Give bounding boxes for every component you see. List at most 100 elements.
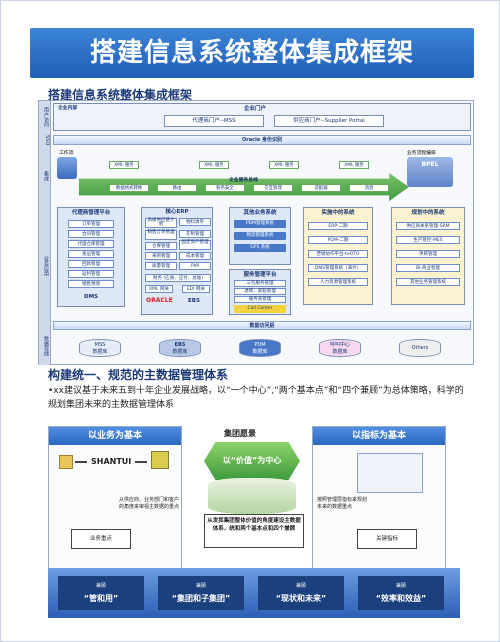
call-center: Call Center bbox=[234, 305, 286, 313]
metrics-note: 按照管理层指标来规划未来的数据重点 bbox=[317, 497, 368, 510]
side-label-integration: 集成 bbox=[39, 147, 51, 205]
report-screenshot-icon bbox=[357, 453, 423, 493]
erp-item: PIM bbox=[179, 262, 211, 270]
balance-small: 兼顾 bbox=[195, 583, 206, 589]
erp-item: 采购管理 bbox=[145, 252, 177, 260]
data-store-sub: 数据库 bbox=[172, 349, 188, 355]
other-business-systems: 其他业务系统 PDM管理系统 物流管理系统 GPS 系统 bbox=[229, 207, 291, 265]
core-erp: 核心ERP 高级供应链计划 销售订单管理 仓库管理 采购管理 质量管理 物料清单… bbox=[141, 207, 213, 315]
data-store: Others bbox=[399, 339, 441, 357]
mss-portal-box: 代理商门户--MSS bbox=[164, 115, 264, 127]
other-system-item: PDM管理系统 bbox=[234, 220, 286, 228]
dms-item: 返利管理 bbox=[68, 270, 114, 278]
section2-paragraph: •xx建议基于未来五到十年企业发展战略，以“一个中心”,“两个基本点”和“四个兼… bbox=[48, 386, 464, 410]
bpel-box: BPEL bbox=[407, 157, 453, 187]
data-store: EBS 数据库 bbox=[159, 339, 201, 357]
portal-title: 企业门户 bbox=[244, 106, 267, 112]
dms-item: 合同管理 bbox=[68, 230, 114, 238]
dms-item: 回款管理 bbox=[68, 260, 114, 268]
other-system-item: 物流管理系统 bbox=[234, 232, 286, 240]
data-store-sub: 数据库 bbox=[252, 349, 268, 355]
dms-item: 订单管理 bbox=[68, 220, 114, 228]
data-store-name: 呼叫中心 bbox=[329, 342, 350, 348]
building-icon bbox=[151, 451, 169, 469]
section1-title: 搭建信息系统整体集成框架 bbox=[48, 88, 193, 102]
supplier-portal-box: 供应商门户--Supplier Portal bbox=[274, 115, 384, 127]
data-store-name: MSS bbox=[94, 342, 106, 348]
balance-cell: 兼顾 “管和用” bbox=[58, 576, 144, 610]
data-store-sub: 数据库 bbox=[332, 349, 348, 355]
planned-item: 其他业务管理系统 bbox=[396, 278, 460, 286]
bus-service: 交互管理 bbox=[253, 184, 293, 192]
planned-item: 项目管理 bbox=[396, 250, 460, 258]
center-strategy-box: 从发挥集团整体价值的角度建设主数据体系，统和两个基本点和四个兼顾 bbox=[204, 514, 304, 548]
ebs-label: EBS bbox=[188, 298, 200, 304]
architecture-diagram: 用户访问 SSO 集成 业务应用 数据存储 企业内部 企业门户 代理商门户--M… bbox=[38, 100, 474, 365]
data-store-name: PDM bbox=[254, 342, 266, 348]
title-banner: 搭建信息系统整体集成框架 bbox=[30, 28, 474, 78]
dms-footer: DMS bbox=[84, 294, 98, 300]
cylinder-base bbox=[208, 478, 296, 514]
dms-item: 发运管理 bbox=[68, 250, 114, 258]
arrow-icon bbox=[75, 461, 87, 463]
erp-item: 固定资产管理 bbox=[179, 240, 211, 250]
implementing-item: DMS管理系统（海外） bbox=[308, 264, 368, 272]
other-system-item: GPS 系统 bbox=[234, 244, 286, 252]
service-item: 三包服务管理 bbox=[234, 280, 286, 287]
side-label-access: 用户访问 bbox=[39, 101, 51, 133]
data-store: PDM 数据库 bbox=[239, 339, 281, 357]
other-systems-title: 其他业务系统 bbox=[243, 210, 277, 216]
implementing-item: ERP-二期 bbox=[308, 222, 368, 230]
value-center-hex: 以“价值”为中心 bbox=[204, 442, 300, 480]
service-platform-title: 服务管理平台 bbox=[243, 272, 277, 278]
data-store: 呼叫中心 数据库 bbox=[319, 339, 361, 357]
balance-small: 兼顾 bbox=[95, 583, 106, 589]
xml-service-tag: XML 服务 bbox=[199, 161, 229, 169]
business-panel-title: 以业务为基本 bbox=[49, 427, 181, 445]
bus-label: 企业服务总线 bbox=[229, 178, 258, 183]
erp-item: 高级供应链计划 bbox=[145, 218, 177, 228]
erp-finance: 财务 (应收、应付、总账) bbox=[145, 274, 211, 282]
erp-item: 物料清单 bbox=[179, 218, 211, 226]
edi-gateway: EDI 网关 bbox=[182, 285, 210, 293]
erp-item: 在制管理 bbox=[179, 230, 211, 238]
erp-item: 销售订单管理 bbox=[145, 230, 177, 240]
planned-item: BI-商业智能 bbox=[396, 264, 460, 272]
balance-cell: 兼顾 “效率和效益” bbox=[358, 576, 444, 610]
xml-service-tag: XML 服务 bbox=[339, 161, 369, 169]
service-item: 退修、索赔管理 bbox=[234, 288, 286, 295]
implementing-item: PDM-二期 bbox=[308, 236, 368, 244]
balance-small: 兼顾 bbox=[395, 583, 406, 589]
box-icon bbox=[59, 455, 73, 469]
service-item: 服务商管理 bbox=[234, 296, 286, 303]
workflow-icon bbox=[57, 157, 77, 179]
xml-service-tag: XML 服务 bbox=[269, 161, 299, 169]
business-focus-box: 业务重点 bbox=[71, 529, 131, 549]
enterprise-inner-label: 企业内部 bbox=[58, 106, 78, 111]
balance-cell: 兼顾 “集团和子集团” bbox=[158, 576, 244, 610]
bus-service: 服务安全 bbox=[205, 184, 245, 192]
implementing-item: 营销协作平台-toOTO bbox=[308, 250, 368, 258]
balance-big: “效率和效益” bbox=[375, 594, 427, 603]
balance-big: “管和用” bbox=[83, 594, 119, 603]
bus-service: 路由 bbox=[157, 184, 197, 192]
metrics-panel-title: 以指标为基本 bbox=[313, 427, 445, 445]
side-label-sso: SSO bbox=[39, 133, 51, 147]
dms-item: 销售预测 bbox=[68, 280, 114, 288]
bus-service: 数据格式转换 bbox=[109, 184, 149, 192]
planned-item: 生产管控-MES bbox=[396, 236, 460, 244]
sso-bar: Oracle 身份识别 bbox=[53, 135, 471, 145]
erp-item: 成本管理 bbox=[179, 252, 211, 260]
key-metrics-box: 关键指标 bbox=[357, 529, 417, 549]
erp-title: 核心ERP bbox=[165, 209, 189, 215]
planned-item: 供应商关系管理-SRM bbox=[396, 222, 460, 230]
business-panel: 以业务为基本 SHANTUI 从供应商、业务部门和客户的角度来审视主数据的重点 … bbox=[48, 426, 182, 574]
data-store-sub: 数据库 bbox=[92, 349, 108, 355]
dms-item: 代理仓库管理 bbox=[68, 240, 114, 248]
side-label-apps: 业务应用 bbox=[39, 205, 51, 327]
metrics-panel: 以指标为基本 按照管理层指标来规划未来的数据重点 关键指标 bbox=[312, 426, 446, 574]
bus-service: 适配器 bbox=[301, 184, 341, 192]
side-label-storage: 数据存储 bbox=[39, 327, 51, 365]
vision-title: 集团愿景 bbox=[224, 429, 256, 438]
section2-title: 构建统一、规范的主数据管理体系 bbox=[48, 368, 229, 382]
